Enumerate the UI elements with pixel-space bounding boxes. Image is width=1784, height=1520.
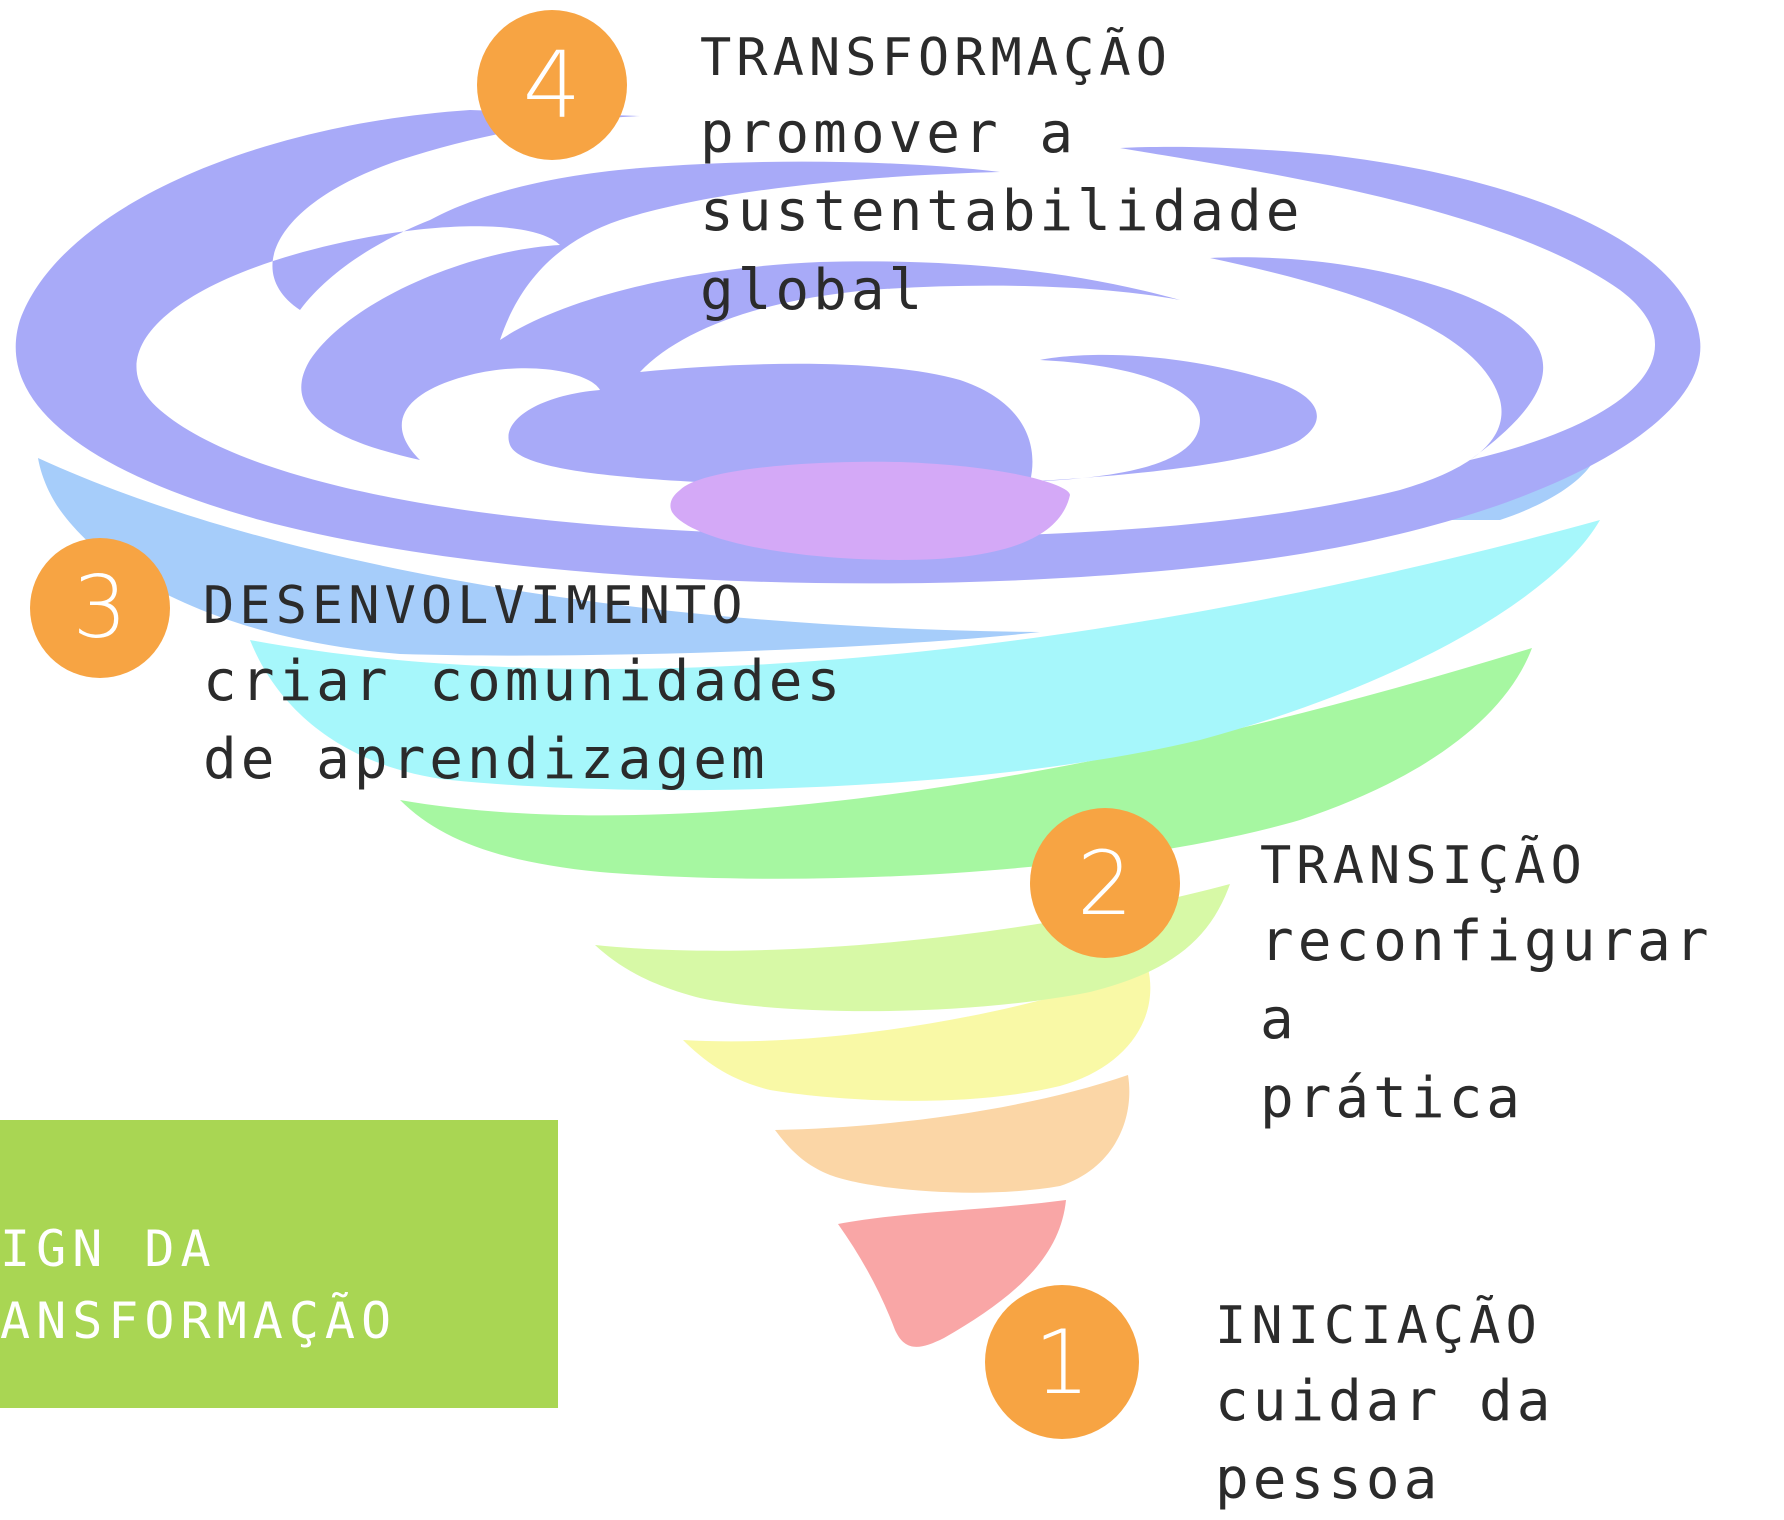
stage-4-text: TRANSFORMAÇÃO promover a sustentabilidad… [700, 22, 1303, 330]
stage-4-badge: 4 [477, 10, 627, 160]
stage-2-line-2: prática [1260, 1065, 1525, 1131]
design-title-box: IGN DA ANSFORMAÇÃO [0, 1120, 558, 1408]
band-green [400, 648, 1532, 879]
stage-3-line-2: de aprendizagem [203, 727, 769, 793]
stage-1-line-1: cuidar da pessoa [1215, 1368, 1555, 1513]
band-lightgreen [595, 884, 1230, 1012]
stage-3-badge: 3 [30, 538, 170, 678]
stage-4-number: 4 [522, 31, 582, 139]
funnel-diagram [15, 110, 1701, 1347]
title-box-line-2: ANSFORMAÇÃO [0, 1292, 398, 1350]
stage-3-text: DESENVOLVIMENTO criar comunidades de apr… [203, 570, 844, 800]
band-blue-lower [1380, 440, 1600, 520]
stage-3-title: DESENVOLVIMENTO [203, 576, 748, 636]
stage-3-number: 3 [72, 558, 128, 658]
stage-4-title: TRANSFORMAÇÃO [700, 28, 1172, 88]
band-blue [38, 458, 1040, 656]
stage-4-line-1: promover a [700, 100, 1078, 166]
stage-2-line-1: reconfigurar a [1260, 908, 1713, 1053]
swirl-center [670, 461, 1070, 560]
stage-1-text: INICIAÇÃO cuidar da pessoa [1215, 1290, 1784, 1520]
title-box-line-1: IGN DA [0, 1220, 217, 1278]
stage-1-badge: 1 [985, 1285, 1139, 1439]
band-red [838, 1200, 1066, 1347]
stage-2-badge: 2 [1030, 808, 1180, 958]
stage-2-number: 2 [1077, 831, 1133, 935]
stage-4-line-2: sustentabilidade [700, 179, 1304, 245]
stage-4-line-3: global [700, 257, 927, 323]
band-cyan [250, 520, 1600, 791]
stage-1-number: 1 [1034, 1310, 1090, 1414]
stage-2-title: TRANSIÇÃO [1260, 836, 1587, 896]
swirl-outer [15, 110, 1701, 584]
stage-2-text: TRANSIÇÃO reconfigurar a prática [1260, 830, 1784, 1138]
stage-1-title: INICIAÇÃO [1215, 1296, 1542, 1356]
band-peach [775, 1075, 1130, 1193]
band-yellow [683, 968, 1151, 1101]
stage-3-line-1: criar comunidades [203, 648, 845, 714]
